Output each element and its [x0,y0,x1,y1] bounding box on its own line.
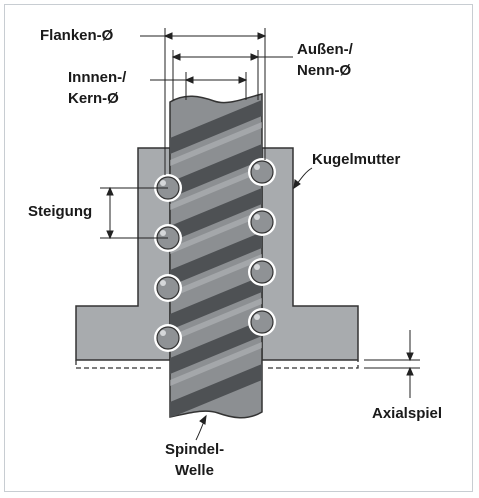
core-diameter-label-line1: Innnen-/ [68,69,127,86]
nut-leader [293,167,313,190]
outer-diameter-label-line2: Nenn-Ø [297,62,352,79]
flank-diameter-label: Flanken-Ø [40,27,114,44]
flank-diameter-dimension [140,28,267,175]
outer-diameter-dimension [171,50,293,100]
balls-right [248,158,276,336]
spindle-leader [195,414,207,441]
ball-nut-label: Kugelmutter [312,151,401,168]
pitch-label: Steigung [28,203,93,220]
axial-play-outline-left [75,360,164,369]
axial-play-label: Axialspiel [372,405,443,422]
nut-right-half [261,147,359,361]
axial-play-outline-right [268,360,359,369]
spindle-label-line1: Spindel- [165,441,225,458]
spindle-shaft [169,93,263,419]
core-diameter-label-line2: Kern-Ø [68,90,119,107]
outer-diameter-label-line1: Außen-/ [297,41,353,58]
spindle-label-line2: Welle [175,462,214,479]
core-diameter-dimension [150,72,248,100]
nut-left-half [75,147,171,361]
axial-play-dimension [364,330,420,398]
pitch-dimension [100,186,168,240]
